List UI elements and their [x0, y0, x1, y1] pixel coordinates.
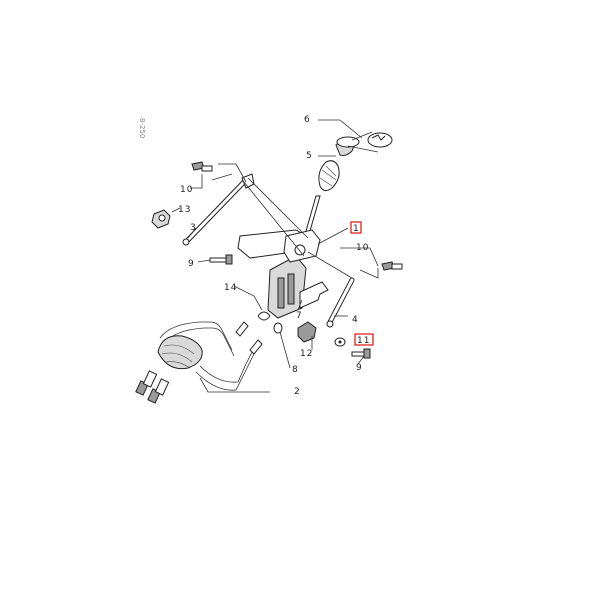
part-9-bolt-right[interactable] [351, 348, 371, 359]
part-3-linkage-rod[interactable] [182, 173, 255, 246]
part-1-selector-assembly[interactable] [237, 229, 321, 319]
callout-10-top: 10 [180, 185, 193, 195]
callout-1-box [350, 221, 362, 234]
part-7-bracket[interactable] [299, 281, 329, 309]
part-6-cap[interactable] [367, 132, 393, 148]
callout-11-box [354, 333, 374, 346]
callout-8: 8 [292, 365, 299, 375]
callout-9-left: 9 [188, 259, 195, 269]
leader-lines [171, 119, 379, 393]
callout-5: 5 [306, 151, 313, 161]
part-12-bushing[interactable] [297, 321, 317, 343]
part-8-washer[interactable] [273, 322, 283, 334]
part-13-nut[interactable] [151, 209, 171, 229]
part-5-knob[interactable] [335, 136, 360, 156]
callout-14: 14 [224, 283, 237, 293]
part-10-bolt-right[interactable] [381, 261, 403, 271]
callout-10-right: 10 [356, 243, 369, 253]
callout-13: 13 [178, 205, 191, 215]
callout-6: 6 [304, 115, 311, 125]
part-11-washer[interactable] [334, 337, 346, 347]
part-10-bolt-top[interactable] [191, 161, 213, 172]
part-2-shift-cables[interactable] [135, 321, 263, 404]
callout-12: 12 [300, 349, 313, 359]
drawing-code: 8-250 [138, 118, 146, 138]
part-14-clip[interactable] [257, 311, 271, 321]
part-9-bolt-left[interactable] [209, 254, 233, 265]
callout-11[interactable]: 11 [357, 336, 370, 346]
callout-2: 2 [294, 387, 301, 397]
part-4-linkage-rod[interactable] [326, 277, 355, 328]
callout-7: 7 [296, 311, 303, 321]
callout-3: 3 [190, 223, 197, 233]
lever-boot [318, 160, 340, 192]
callout-1[interactable]: 1 [353, 224, 360, 234]
callout-9-right: 9 [356, 363, 363, 373]
callout-4: 4 [352, 315, 359, 325]
